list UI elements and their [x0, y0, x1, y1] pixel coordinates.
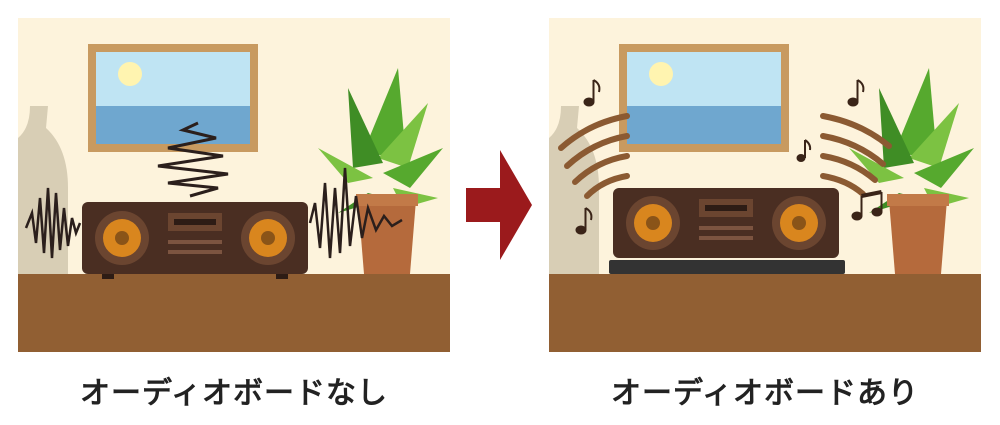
sound-waves-icon [558, 113, 630, 199]
scene-without-audio-board [18, 18, 450, 352]
audio-board-icon [609, 260, 845, 274]
potted-plant-icon [318, 68, 443, 274]
music-note-icon [796, 139, 812, 162]
noise-zigzag-icon [157, 121, 229, 198]
sound-waves-icon [820, 113, 892, 197]
floor [549, 274, 981, 352]
framed-picture-icon [88, 44, 258, 152]
noise-zigzag-icon [308, 167, 403, 259]
framed-picture-icon [619, 44, 789, 152]
vase-icon [18, 106, 68, 274]
music-note-icon [583, 79, 601, 107]
right-arrow-icon [466, 150, 532, 260]
floor [18, 274, 450, 352]
music-note-icon [575, 207, 593, 235]
potted-plant-icon [849, 68, 974, 274]
scene-with-audio-board [549, 18, 981, 352]
music-note-icon [851, 190, 883, 221]
caption-with-audio-board: オーディオボードあり [611, 376, 919, 411]
noise-zigzag-icon [24, 187, 82, 259]
caption-without-audio-board: オーディオボードなし [80, 376, 388, 411]
stereo-icon [613, 188, 839, 258]
music-note-icon [847, 79, 865, 107]
stereo-icon [82, 202, 308, 279]
